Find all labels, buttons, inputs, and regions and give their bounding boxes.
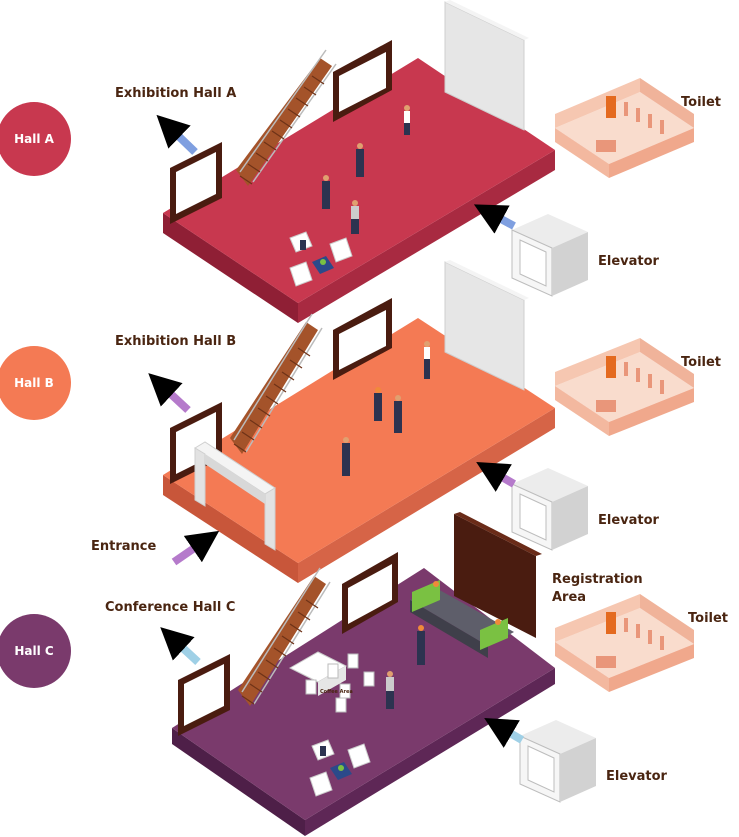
- hall-a-badge-label: Hall A: [14, 132, 55, 146]
- hall-a-people: [322, 105, 410, 234]
- hall-a-floor: [163, 58, 555, 323]
- label-toilet-c: Toilet: [688, 611, 728, 626]
- hall-b-floor: [163, 318, 555, 583]
- hall-c-stairs: [238, 567, 331, 706]
- hall-a-door-left: [170, 142, 222, 224]
- hall-b-screen: [444, 260, 529, 391]
- label-exhibition-hall-b: Exhibition Hall B: [115, 334, 236, 349]
- arrow-elevator-c: [484, 717, 525, 748]
- toilet-a: [555, 78, 694, 178]
- label-coffee-area: Coffee Area: [320, 689, 353, 695]
- hall-c-door-left: [178, 654, 230, 736]
- arrow-elevator-a: [473, 204, 516, 234]
- coffee-area: [288, 651, 375, 713]
- hall-a-badge: Hall A: [0, 102, 71, 176]
- label-toilet-a: Toilet: [681, 95, 721, 110]
- hall-b-people: [342, 341, 430, 476]
- toilet-c: [555, 594, 694, 692]
- label-elevator-a: Elevator: [598, 254, 660, 269]
- registration-desk: [410, 580, 514, 658]
- hall-a-screen: [444, 0, 529, 131]
- label-toilet-b: Toilet: [681, 355, 721, 370]
- hall-c-lounge: [309, 739, 371, 797]
- hall-b-door-right: [333, 298, 392, 380]
- hall-a-door-right: [333, 40, 392, 122]
- hall-b-stairs: [230, 313, 323, 454]
- arrow-elevator-b: [476, 461, 517, 492]
- hall-c-door-right: [342, 552, 398, 634]
- arrow-conference-hall-c: [160, 627, 201, 665]
- elevator-a: [511, 214, 588, 297]
- toilet-b: [555, 338, 694, 436]
- hall-b-badge: Hall B: [0, 346, 71, 420]
- label-conference-hall-c: Conference Hall C: [105, 600, 235, 615]
- hall-c-badge-label: Hall C: [14, 644, 54, 658]
- arrow-entrance: [171, 530, 220, 566]
- arrow-exhibition-hall-a: [156, 114, 198, 155]
- label-registration-area-line2: Area: [552, 590, 586, 605]
- hall-b-entrance-arch: [194, 441, 276, 551]
- hall-c-people: [386, 625, 425, 709]
- registration-backdrop: [454, 512, 542, 638]
- elevator-b: [511, 468, 588, 551]
- hall-a-stairs: [236, 49, 337, 186]
- label-elevator-b: Elevator: [598, 513, 660, 528]
- label-registration-area-line1: Registration: [552, 572, 643, 587]
- hall-c-badge: Hall C: [0, 614, 71, 688]
- arrow-exhibition-hall-b: [148, 373, 191, 413]
- elevator-c: [519, 720, 596, 803]
- hall-b-badge-label: Hall B: [14, 376, 54, 390]
- label-entrance: Entrance: [91, 539, 156, 554]
- label-elevator-c: Elevator: [606, 769, 668, 784]
- hall-a-lounge: [289, 231, 353, 287]
- label-exhibition-hall-a: Exhibition Hall A: [115, 86, 236, 101]
